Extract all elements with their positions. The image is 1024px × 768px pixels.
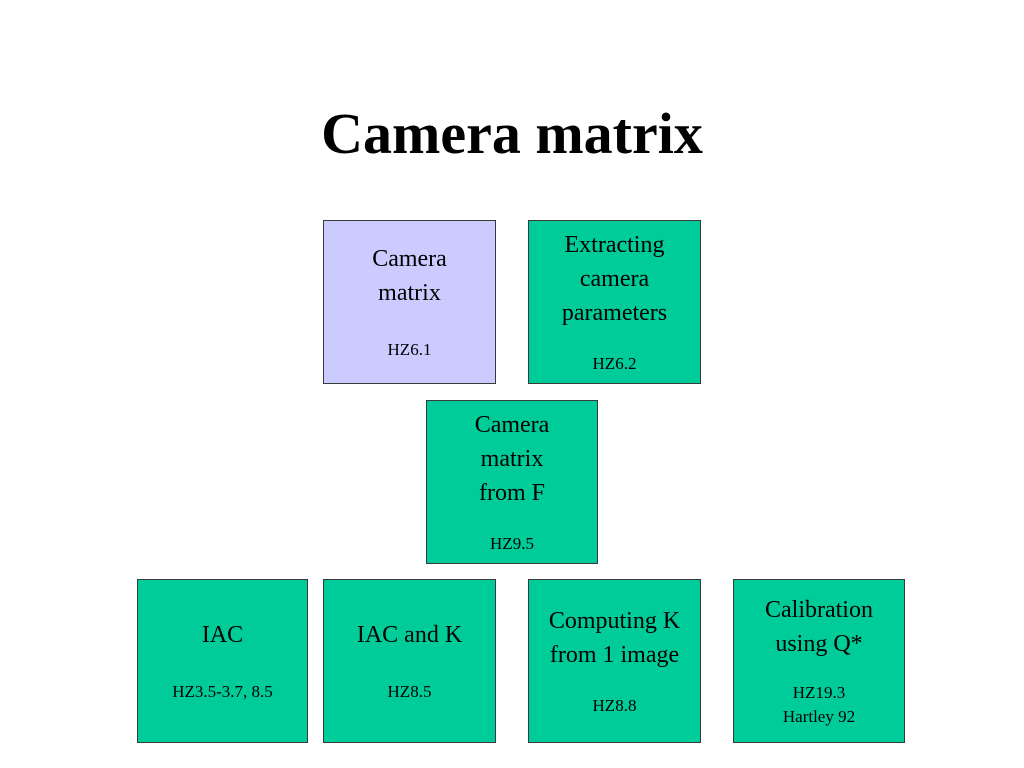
node-label: IAC and K <box>356 622 463 648</box>
node-label: IAC <box>201 622 244 648</box>
node-reference: HZ3.5-3.7, 8.5 <box>172 682 273 701</box>
node-reference: HZ8.8 <box>592 696 637 715</box>
node-calibration-using-q: Calibration using Q* HZ19.3 Hartley 92 <box>733 579 905 743</box>
node-iac-and-k: IAC and K HZ8.5 <box>323 579 496 743</box>
node-camera-matrix-from-f: Camera matrix from F HZ9.5 <box>426 400 598 564</box>
node-extracting-camera-parameters: Extracting camera parameters HZ6.2 <box>528 220 701 384</box>
node-reference: HZ6.1 <box>387 340 432 359</box>
node-reference: HZ19.3 Hartley 92 <box>782 683 856 726</box>
node-computing-k-from-1-image: Computing K from 1 image HZ8.8 <box>528 579 701 743</box>
node-label: Camera matrix from F <box>474 412 550 506</box>
slide-title: Camera matrix <box>321 101 703 166</box>
node-label: Computing K from 1 image <box>548 608 681 668</box>
node-reference: HZ6.2 <box>592 354 637 373</box>
node-label: Camera matrix <box>372 246 447 306</box>
node-iac: IAC HZ3.5-3.7, 8.5 <box>137 579 308 743</box>
node-reference: HZ9.5 <box>490 534 534 553</box>
node-camera-matrix: Camera matrix HZ6.1 <box>323 220 496 384</box>
node-label: Extracting camera parameters <box>561 232 668 326</box>
node-reference: HZ8.5 <box>387 682 432 701</box>
node-label: Calibration using Q* <box>765 597 873 657</box>
